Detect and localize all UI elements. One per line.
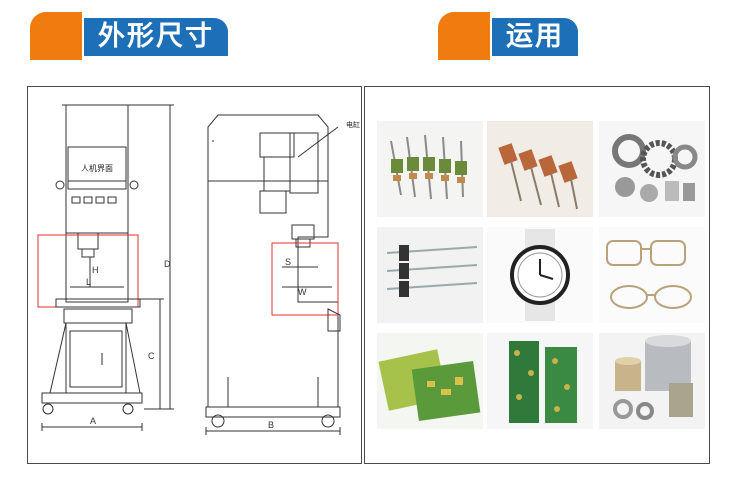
pcb-boards-icon <box>377 333 483 429</box>
hmi-panel <box>67 146 127 190</box>
front-safety-guard <box>37 234 139 308</box>
header-orange-tab <box>438 12 490 60</box>
header-applications-title: 运用 <box>492 18 578 56</box>
dim-B: B <box>268 420 274 430</box>
header-dimensions: 外形尺寸 <box>30 12 250 60</box>
dim-W: W <box>298 287 307 297</box>
app-pcb-strips <box>487 333 593 429</box>
motor-armatures-icon <box>377 121 483 217</box>
app-copper-commutators <box>487 121 593 217</box>
app-wristwatch <box>487 227 593 323</box>
app-needle-shafts <box>377 227 483 323</box>
header-applications: 运用 <box>438 12 588 60</box>
app-eyeglass-frames <box>599 227 705 323</box>
eyeglass-frames-icon <box>599 227 705 323</box>
copper-commutators-icon <box>487 121 593 217</box>
hmi-label: 人机界面 <box>81 163 113 173</box>
app-gears-bearings <box>599 121 705 217</box>
bushings-icon <box>599 333 705 429</box>
dimension-drawing-panel: 人机界面 电缸 A B C D H L S W <box>27 86 362 464</box>
dim-D: D <box>164 259 171 269</box>
applications-panel <box>364 86 710 464</box>
dim-C: C <box>148 351 155 361</box>
header-dimensions-title: 外形尺寸 <box>84 18 228 56</box>
press-drawing: 人机界面 电缸 A B C D H L S W <box>37 104 360 435</box>
side-safety-guard <box>271 242 339 316</box>
side-frame-outline <box>207 114 339 408</box>
app-pcb-boards <box>377 333 483 429</box>
dim-L: L <box>86 277 91 287</box>
needle-shafts-icon <box>377 227 483 323</box>
pcb-strips-icon <box>487 333 593 429</box>
header-orange-tab <box>30 12 82 60</box>
wristwatch-icon <box>487 227 593 323</box>
app-bushings <box>599 333 705 429</box>
gears-bearings-icon <box>599 121 705 217</box>
dim-H: H <box>92 265 99 275</box>
app-motor-armatures <box>377 121 483 217</box>
cylinder-callout: 电缸 <box>346 120 360 129</box>
dim-S: S <box>285 257 291 267</box>
dim-A: A <box>90 416 96 426</box>
